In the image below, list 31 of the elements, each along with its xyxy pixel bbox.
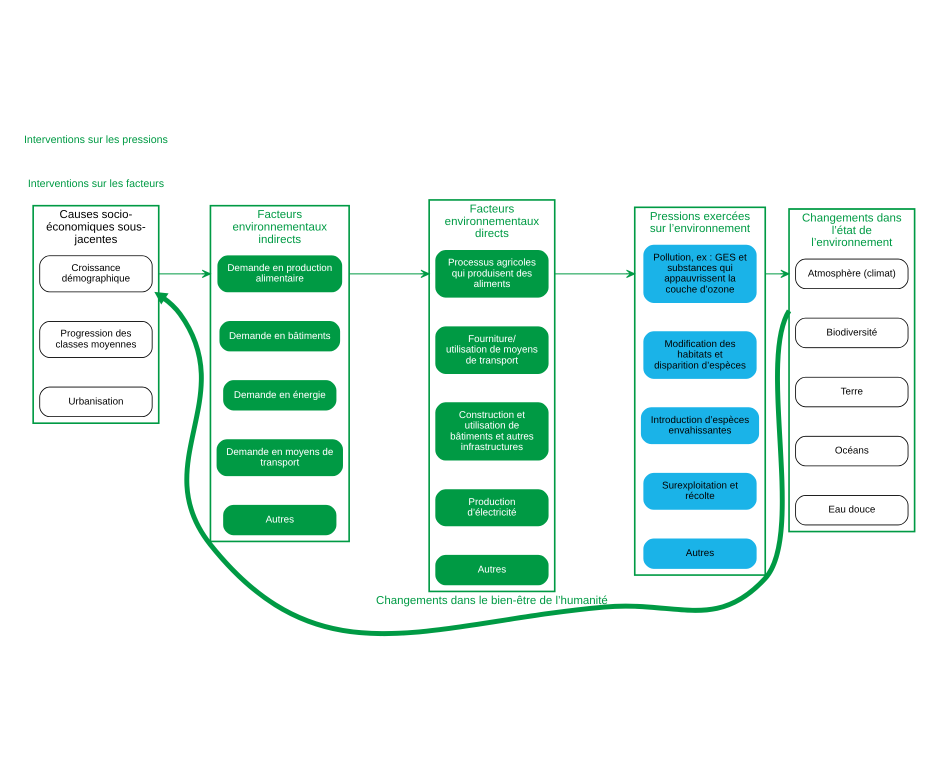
arrow [554, 270, 636, 278]
node-box: Atmosphère (climat) [795, 258, 908, 290]
node-box: Introduction d’espèces envahissantes [640, 407, 760, 444]
node-box: Fourniture/ utilisation de moyens de transport [435, 326, 549, 374]
node-box: Pollution, ex : GES et substances qui appauvrissent la couche d’ozone [643, 244, 757, 303]
node-box: Océans [795, 436, 908, 466]
node-box: Progression des classes moyennes [39, 321, 153, 358]
node-box: Urbanisation [39, 386, 153, 418]
node-box: Demande en moyens de transport [216, 439, 343, 476]
arrow [154, 292, 792, 636]
node-box: Autres [643, 538, 757, 569]
node-box: Croissance démographique [39, 255, 153, 292]
node-box: Demande en production alimentaire [217, 255, 342, 292]
node-box: Autres [223, 504, 336, 536]
node-box: Production d’électricité [435, 489, 549, 526]
label: Interventions sur les facteurs [28, 178, 164, 190]
node-box: Demande en énergie [223, 380, 336, 410]
node-box: Biodiversité [795, 318, 908, 348]
arrow [348, 270, 430, 278]
node-box: Modification des habitats et disparition d’espèces [643, 331, 757, 379]
node-box: Eau douce [795, 495, 908, 526]
label: Interventions sur les pressions [24, 134, 168, 146]
node-box: Processus agricoles qui produisent des aliments [435, 250, 549, 298]
node-box: Autres [435, 554, 549, 586]
arrow [764, 270, 790, 278]
edge-label: Changements dans le bien-être de l’humanité [376, 594, 608, 607]
node-box: Demande en bâtiments [219, 321, 340, 352]
node-box: Terre [795, 376, 908, 408]
node-box: Surexploitation et récolte [643, 472, 757, 510]
node-box: Construction et utilisation de bâtiments et autres infrastructures [435, 402, 549, 461]
arrow [158, 270, 211, 278]
